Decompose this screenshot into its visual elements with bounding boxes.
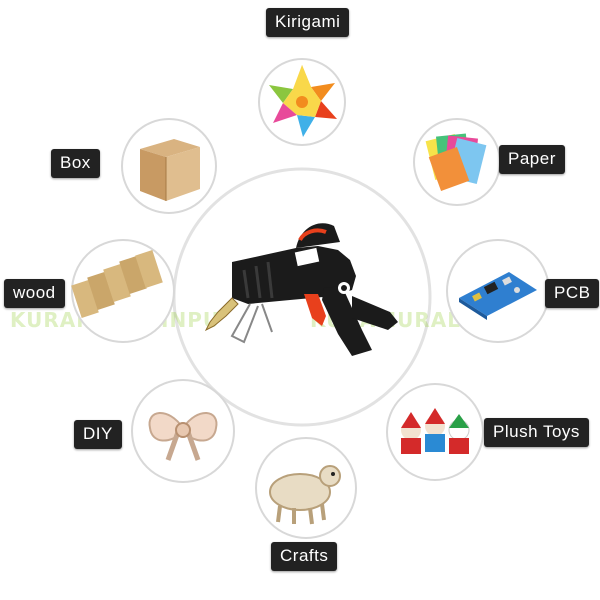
paper-flower-icon	[269, 65, 337, 137]
label-pcb: PCB	[545, 279, 600, 308]
diy-circle	[131, 379, 235, 483]
pcb-circle	[446, 239, 550, 343]
label-kirigami: Kirigami	[266, 8, 350, 37]
box-circle	[121, 118, 217, 214]
label-paper: Paper	[499, 145, 565, 174]
plush-toys-icon	[401, 408, 470, 454]
plush-toys-circle	[386, 383, 484, 481]
rope-sheep-icon	[269, 465, 341, 525]
bead-bow-icon	[148, 412, 218, 461]
wood-blocks-icon	[71, 250, 163, 318]
color-paper-stack-icon	[425, 133, 487, 192]
label-box: Box	[51, 149, 100, 178]
paper-circle	[413, 118, 501, 206]
wood-circle	[71, 239, 175, 343]
circuit-board-icon	[459, 272, 537, 320]
label-plush-toys: Plush Toys	[484, 418, 589, 447]
label-wood: wood	[4, 279, 65, 308]
crafts-circle	[255, 437, 357, 539]
cardboard-box-icon	[140, 139, 200, 201]
label-crafts: Crafts	[271, 542, 338, 571]
label-diy: DIY	[74, 420, 122, 449]
kirigami-circle	[258, 58, 346, 146]
